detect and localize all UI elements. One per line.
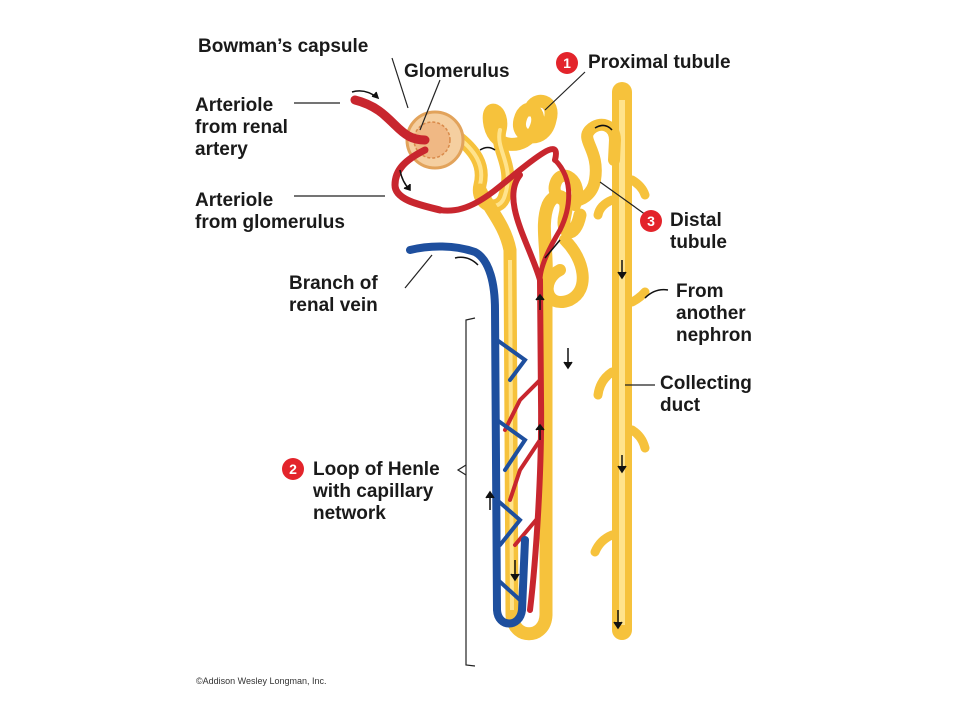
label-line: nephron bbox=[676, 325, 752, 346]
flow-arrows bbox=[351, 90, 669, 630]
collecting-duct bbox=[590, 82, 650, 640]
label-line: network bbox=[313, 503, 386, 524]
label-line: From bbox=[676, 281, 724, 302]
copyright-credit: ©Addison Wesley Longman, Inc. bbox=[196, 676, 327, 686]
label-line: Arteriole bbox=[195, 95, 274, 116]
label-line: from renal bbox=[195, 117, 288, 138]
label-branch-renal-vein: Branch of renal vein bbox=[289, 273, 378, 317]
label-line: duct bbox=[660, 395, 701, 416]
label-bowmans-capsule: Bowman’s capsule bbox=[198, 36, 368, 58]
label-line: Loop of Henle bbox=[313, 459, 440, 480]
label-glomerulus-text: Glomerulus bbox=[404, 61, 510, 82]
label-collecting-duct: Collecting duct bbox=[660, 373, 752, 417]
badge-3: 3 bbox=[640, 210, 662, 232]
label-line: artery bbox=[195, 139, 248, 160]
label-line: tubule bbox=[670, 232, 727, 253]
badge-1: 1 bbox=[556, 52, 578, 74]
label-arteriole-glomerulus: Arteriole from glomerulus bbox=[195, 190, 345, 234]
label-line: another bbox=[676, 303, 746, 324]
label-arteriole-renal-artery: Arteriole from renal artery bbox=[195, 95, 288, 161]
label-line: with capillary bbox=[313, 481, 434, 502]
label-proximal-tubule: Proximal tubule bbox=[588, 52, 731, 74]
label-line: from glomerulus bbox=[195, 212, 345, 233]
label-line: Branch of bbox=[289, 273, 378, 294]
label-line: renal vein bbox=[289, 295, 378, 316]
arterioles bbox=[350, 95, 572, 613]
label-line: Arteriole bbox=[195, 190, 274, 211]
label-from-another-nephron: From another nephron bbox=[676, 281, 752, 347]
label-proximal-text: Proximal tubule bbox=[588, 52, 731, 73]
label-line: Distal bbox=[670, 210, 722, 231]
label-loop-of-henle: Loop of Henle with capillary network bbox=[313, 459, 440, 525]
label-distal-tubule: Distal tubule bbox=[670, 210, 727, 254]
label-glomerulus: Glomerulus bbox=[404, 61, 510, 83]
label-bowmans-capsule-text: Bowman’s capsule bbox=[198, 36, 369, 57]
renal-vein bbox=[406, 242, 529, 628]
label-line: Collecting bbox=[660, 373, 752, 394]
proximal-tubule bbox=[448, 94, 558, 213]
badge-2: 2 bbox=[282, 458, 304, 480]
